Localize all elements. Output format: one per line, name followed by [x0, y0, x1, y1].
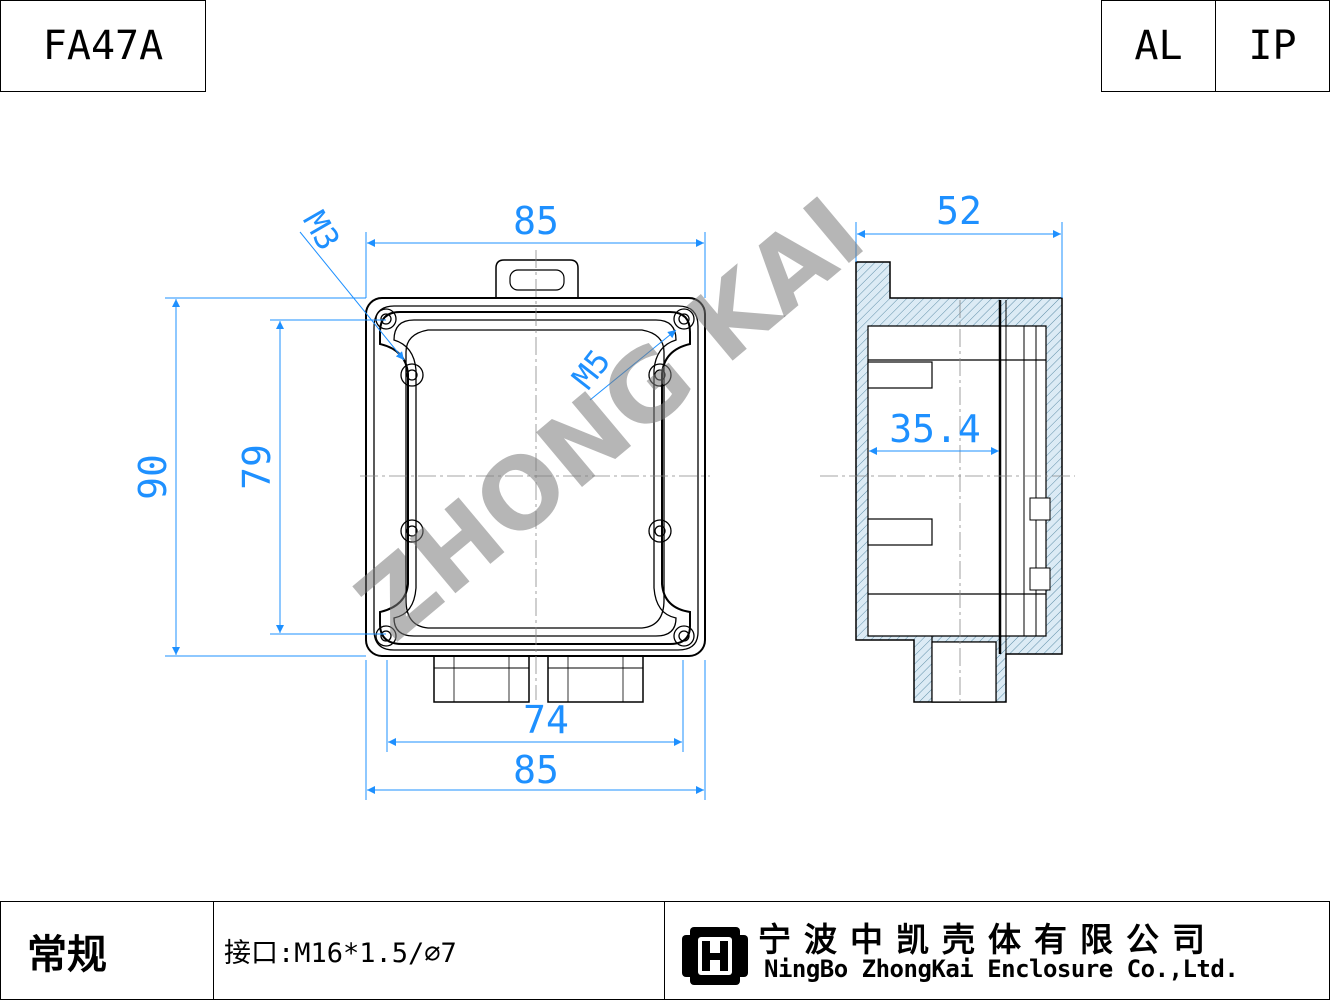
model-number-text: FA47A — [42, 23, 164, 69]
dim-inner-depth: 35.4 — [889, 407, 981, 451]
product-type: 常规 — [0, 901, 214, 1000]
company-logo-icon — [682, 927, 748, 985]
material-text: AL — [1134, 23, 1183, 69]
company-cell — [664, 901, 1330, 1000]
dim-depth: 52 — [936, 189, 982, 233]
product-type-text: 常规 — [27, 931, 107, 978]
ip-rating-label: IP — [1215, 0, 1330, 92]
company-name-en: NingBo ZhongKai Enclosure Co.,Ltd. — [764, 955, 1239, 983]
dimensions — [165, 222, 1063, 800]
interface-spec-text: 接口:M16*1.5/⌀7 — [224, 938, 457, 969]
thread-m3-label: M3 — [295, 204, 347, 256]
side-view — [820, 261, 1075, 703]
dim-height-outer: 90 — [131, 454, 175, 500]
watermark-text: ZHONG KAI — [336, 176, 885, 663]
dim-width-top: 85 — [513, 199, 559, 243]
dim-height-inner: 79 — [235, 444, 279, 490]
dim-inner-width: 74 — [523, 698, 569, 742]
dim-width-bottom: 85 — [513, 748, 559, 792]
ip-rating-text: IP — [1248, 23, 1297, 69]
front-view — [360, 250, 710, 703]
company-block: 宁波中凯壳体有限公司 NingBo ZhongKai Enclosure Co.… — [676, 905, 1326, 997]
company-name-cn: 宁波中凯壳体有限公司 — [758, 920, 1218, 959]
material-label: AL — [1101, 0, 1216, 92]
interface-spec: 接口:M16*1.5/⌀7 — [213, 901, 665, 1000]
model-number: FA47A — [0, 0, 206, 92]
